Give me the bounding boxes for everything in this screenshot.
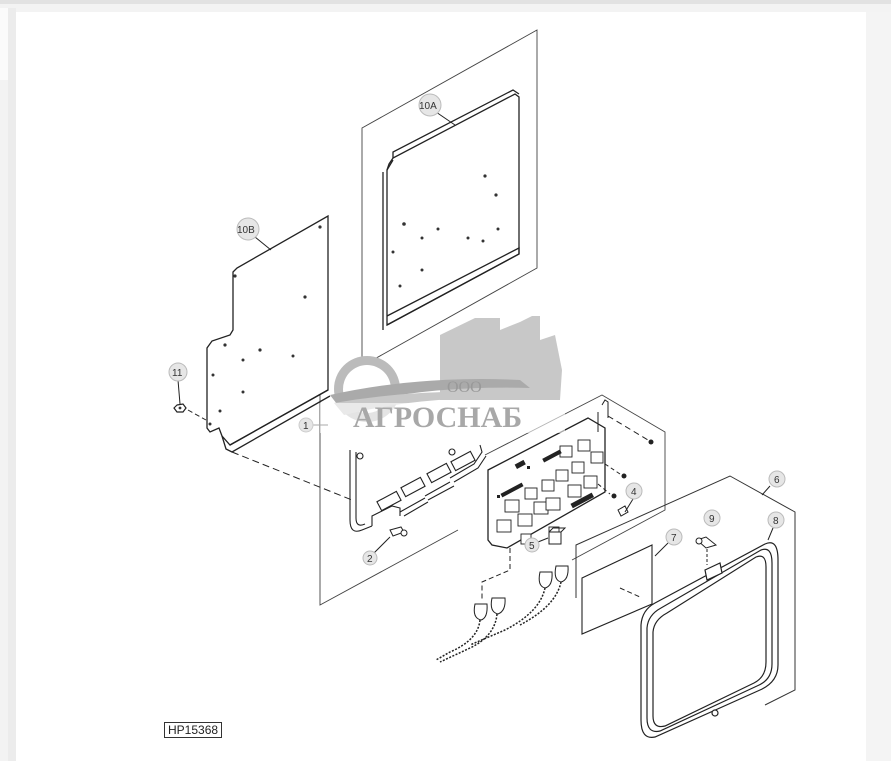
svg-text:10A: 10A [419, 101, 437, 112]
cover-8 [640, 542, 779, 738]
callout-4: 4 [624, 482, 643, 513]
screw-2 [389, 526, 408, 537]
watermark-name: АГРОСНАБ [353, 401, 522, 434]
svg-text:7: 7 [671, 533, 677, 544]
exploded-parts-diagram: ООО АГРОСНАБ 10A 10B 11 [168, 29, 796, 738]
watermark-logo: ООО АГРОСНАБ [320, 316, 565, 434]
callout-2: 2 [362, 536, 391, 566]
callout-6: 6 [761, 470, 786, 496]
bracket-10b [206, 214, 331, 453]
callout-8: 8 [767, 511, 785, 541]
wiring-harness-1 [349, 444, 487, 532]
callout-5: 5 [524, 537, 549, 553]
watermark-prefix: ООО [447, 379, 482, 396]
relay-5 [548, 527, 567, 545]
svg-text:11: 11 [172, 368, 183, 379]
callout-10a: 10A [418, 93, 456, 126]
dashed-guide [231, 451, 353, 501]
relay-board [487, 399, 609, 549]
nut-11 [173, 403, 207, 421]
svg-text:2: 2 [367, 554, 373, 565]
connector-pigtails [435, 548, 569, 663]
diagram-canvas: ООО АГРОСНАБ 10A 10B 11 [16, 12, 866, 761]
svg-text:6: 6 [774, 475, 780, 486]
left-scroll-strip [8, 8, 16, 761]
svg-text:10B: 10B [237, 225, 255, 236]
plane-10a [361, 29, 538, 367]
board-screws [597, 415, 654, 517]
right-scroll-strip [866, 12, 891, 761]
latch-9 [695, 536, 718, 565]
callout-9: 9 [703, 509, 721, 527]
svg-text:4: 4 [631, 487, 637, 498]
top-bar [0, 0, 891, 4]
callouts: 10A 10B 11 1 [168, 93, 786, 566]
svg-text:8: 8 [773, 516, 779, 527]
label-7 [581, 544, 653, 635]
callout-1: 1 [298, 417, 328, 433]
callout-11: 11 [168, 362, 188, 405]
figure-id-label: HP15368 [164, 722, 223, 738]
callout-7: 7 [654, 528, 683, 557]
svg-text:1: 1 [303, 421, 309, 432]
panel-10a [382, 89, 520, 330]
svg-text:5: 5 [529, 541, 535, 552]
svg-text:9: 9 [709, 514, 715, 525]
callout-10b: 10B [236, 217, 272, 251]
